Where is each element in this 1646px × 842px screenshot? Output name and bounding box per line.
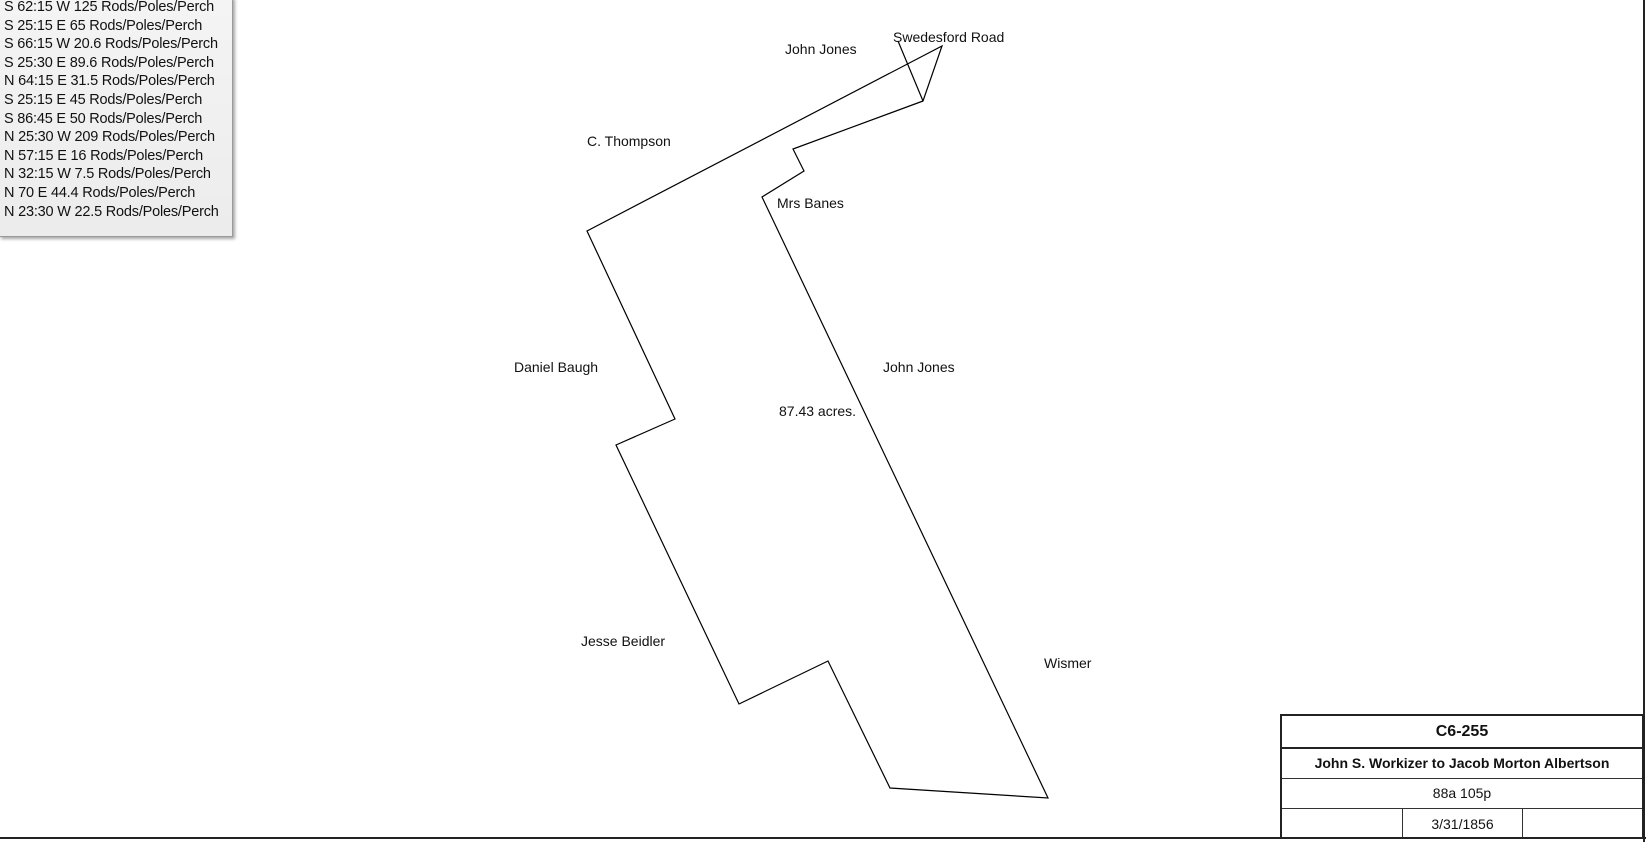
- neighbor-label-mrs-banes: Mrs Banes: [777, 195, 844, 211]
- call-item: S 25:15 E 45 Rods/Poles/Perch: [4, 91, 203, 108]
- deed-id: C6-255: [1282, 716, 1642, 749]
- call-item: S 62:15 W 125 Rods/Poles/Perch: [4, 0, 215, 15]
- calls-list-panel: S 62:15 W 125 Rods/Poles/Perch S 25:15 E…: [0, 0, 233, 237]
- neighbor-label-john-jones-top: John Jones: [785, 41, 857, 57]
- neighbor-label-jesse-beidler: Jesse Beidler: [581, 633, 666, 649]
- call-item: N 70 E 44.4 Rods/Poles/Perch: [4, 184, 196, 201]
- area-label: 87.43 acres.: [779, 403, 857, 419]
- neighbor-label-john-jones-right: John Jones: [883, 359, 955, 375]
- call-item: N 64:15 E 31.5 Rods/Poles/Perch: [4, 73, 215, 90]
- frame-border-right: [1643, 0, 1645, 842]
- neighbor-label-wismer: Wismer: [1044, 655, 1092, 671]
- calls-list: S 62:15 W 125 Rods/Poles/Perch S 25:15 E…: [0, 0, 232, 221]
- call-item: S 25:30 E 89.6 Rods/Poles/Perch: [4, 54, 214, 71]
- call-item: N 32:15 W 7.5 Rods/Poles/Perch: [4, 166, 211, 183]
- call-item: N 25:30 W 209 Rods/Poles/Perch: [4, 129, 215, 146]
- call-item: N 23:30 W 22.5 Rods/Poles/Perch: [4, 203, 219, 220]
- call-item: N 57:15 E 16 Rods/Poles/Perch: [4, 147, 203, 164]
- deed-date: 3/31/1856: [1403, 809, 1523, 839]
- date-row-left-cell: [1282, 809, 1403, 839]
- road-label-swedesford: Swedesford Road: [893, 29, 1005, 45]
- deed-area: 88a 105p: [1282, 779, 1642, 809]
- call-item: S 86:45 E 50 Rods/Poles/Perch: [4, 110, 203, 127]
- date-row-right-cell: [1523, 809, 1642, 839]
- frame-border-bottom: [0, 837, 1646, 839]
- call-item: S 66:15 W 20.6 Rods/Poles/Perch: [4, 36, 218, 53]
- title-block: C6-255 John S. Workizer to Jacob Morton …: [1280, 714, 1644, 839]
- deed-date-row: 3/31/1856: [1282, 809, 1642, 839]
- deed-description: John S. Workizer to Jacob Morton Alberts…: [1282, 749, 1642, 779]
- neighbor-label-c-thompson: C. Thompson: [587, 133, 671, 149]
- road-line: [897, 40, 924, 102]
- neighbor-label-daniel-baugh: Daniel Baugh: [514, 359, 599, 375]
- call-item: S 25:15 E 65 Rods/Poles/Perch: [4, 17, 203, 34]
- parcel-boundary: [586, 44, 1049, 799]
